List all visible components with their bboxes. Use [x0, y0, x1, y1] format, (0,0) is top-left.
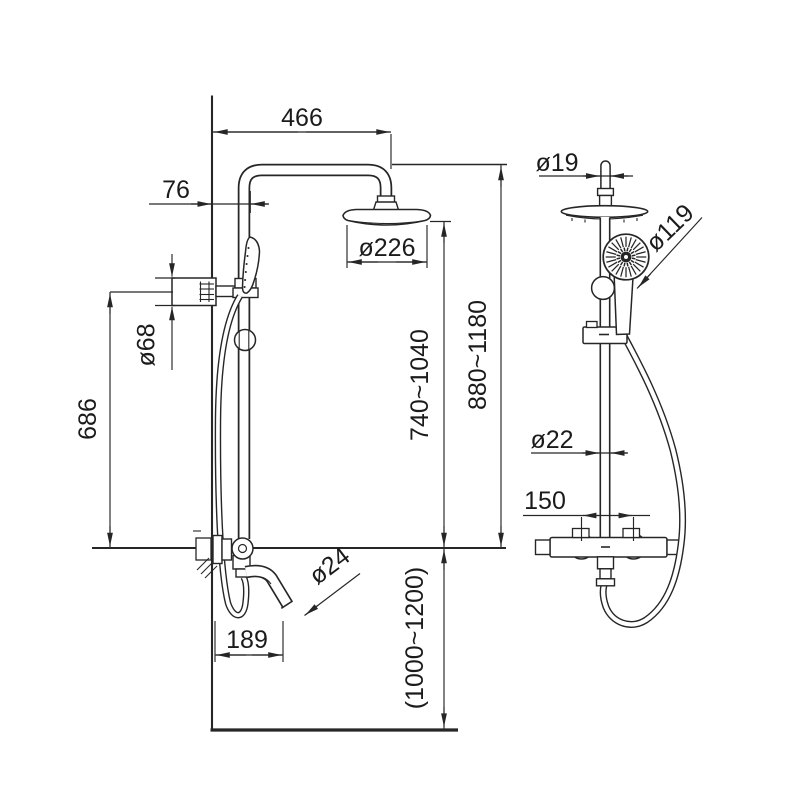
dim-hand-shower-diameter-label: ø119 — [640, 199, 699, 257]
dim-wall-to-riser-label: 76 — [162, 176, 190, 204]
dim-arm-reach: 466 — [213, 104, 392, 169]
dim-spout-diameter: ø24 — [304, 542, 361, 616]
dim-install-height: (1000~1200) — [401, 548, 447, 729]
dim-arm-reach-label: 466 — [281, 104, 323, 132]
front-view — [92, 95, 507, 732]
hose-outlet-port — [595, 556, 616, 587]
spout — [244, 564, 294, 609]
mixer-valve-front — [212, 534, 254, 578]
dim-wall-to-riser: 76 — [149, 176, 269, 213]
dim-head-diameter: ø226 — [346, 225, 428, 268]
flange-arm — [215, 285, 236, 298]
hand-shower-holder — [590, 275, 616, 301]
dim-overall-height: 880~1180 — [464, 165, 504, 548]
dim-spout-reach: 189 — [214, 621, 284, 662]
hose-front — [214, 294, 250, 619]
dim-head-diameter-label: ø226 — [359, 234, 416, 262]
dim-overall-height-label: 880~1180 — [464, 300, 492, 410]
dim-top-pipe-diameter: ø19 — [535, 149, 633, 179]
wall-flange — [171, 277, 236, 307]
dim-head-to-valve-height: 740~1040 — [406, 220, 451, 548]
hose-side — [599, 332, 687, 628]
hand-shower-front — [241, 236, 261, 294]
valve-handle-left — [534, 539, 551, 556]
side-view — [534, 160, 687, 628]
dim-flange-to-valve-label: 686 — [74, 398, 102, 440]
dim-riser-diameter: ø22 — [530, 426, 628, 456]
dim-riser-diameter-label: ø22 — [530, 426, 573, 454]
rail-slider — [233, 328, 257, 352]
spray-pattern — [605, 236, 647, 278]
pipe-collar — [596, 187, 615, 197]
dim-head-to-valve-label: 740~1040 — [406, 329, 434, 441]
rain-shower-head-side — [560, 204, 649, 223]
rain-shower-head-front — [342, 195, 432, 226]
dim-inlet-centers-label: 150 — [524, 487, 566, 515]
dim-install-height-label: (1000~1200) — [401, 567, 429, 709]
wall-anchor — [182, 530, 218, 579]
dim-inlet-centers: 150 — [523, 487, 650, 541]
riser-and-arm-tube — [237, 163, 393, 539]
dim-flange-diameter-label: ø68 — [133, 323, 161, 366]
dim-flange-to-valve: 686 — [74, 291, 173, 548]
dim-spout-reach-label: 189 — [226, 626, 268, 654]
dim-flange-diameter: ø68 — [133, 254, 175, 370]
front-view-dimensions: 466 76 ø226 ø68 6 — [74, 104, 504, 729]
hand-shower-side — [590, 233, 650, 336]
dim-top-pipe-diameter-label: ø19 — [535, 149, 578, 177]
